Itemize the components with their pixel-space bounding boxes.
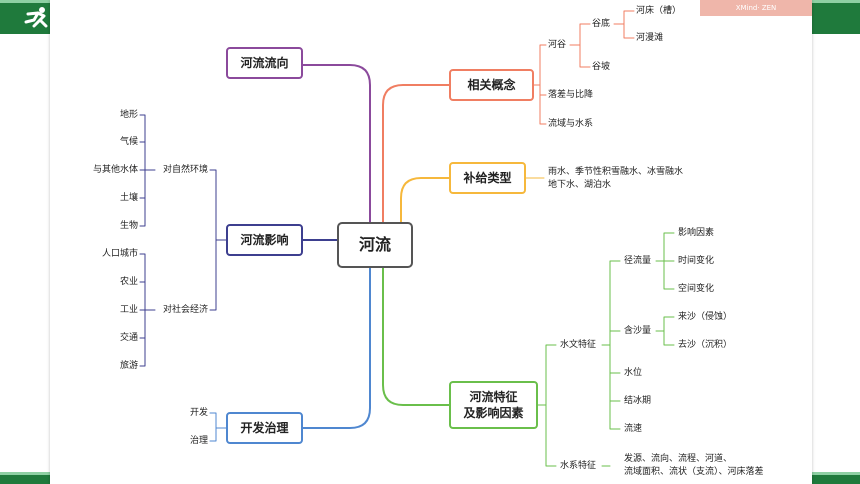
natural-item[interactable]: 生物 [119, 221, 138, 231]
features-bracket [537, 344, 557, 467]
subtopic-hydro[interactable]: 水文特征 [560, 340, 597, 350]
connector-flow-direction [302, 64, 371, 223]
subtopic-sediment[interactable]: 含沙量 [624, 326, 652, 336]
topic-features-line2: 及影响因素 [463, 406, 524, 420]
system-line1[interactable]: 发源、流向、流程、河道、 [624, 454, 733, 464]
social-item[interactable]: 人口城市 [101, 249, 138, 259]
topic-concepts[interactable]: 相关概念 [449, 69, 534, 101]
supply-line1[interactable]: 雨水、季节性积雪融水、冰雪融水 [548, 167, 684, 177]
natural-item[interactable]: 土壤 [119, 193, 138, 203]
supply-line2[interactable]: 地下水、湖泊水 [548, 180, 612, 190]
connector-supply [400, 177, 450, 223]
sediment-bracket [655, 316, 675, 346]
topic-features-line1: 河流特征 [469, 390, 518, 404]
subtopic-valley[interactable]: 河谷 [548, 40, 567, 50]
natural-item[interactable]: 地形 [119, 110, 138, 120]
subtopic-drop[interactable]: 落差与比降 [548, 90, 594, 100]
social-item[interactable]: 交通 [119, 333, 138, 343]
runoff-item[interactable]: 空间变化 [678, 284, 715, 294]
subtopic-water-level[interactable]: 水位 [624, 368, 643, 378]
system-line2[interactable]: 流域面积、流状（支流）、河床落差 [624, 467, 764, 477]
runoff-item[interactable]: 影响因素 [678, 228, 715, 238]
floor-bracket [613, 10, 635, 39]
topic-features[interactable]: 河流特征 及影响因素 [449, 381, 538, 429]
connector-concepts [382, 84, 450, 223]
subtopic-social-econ[interactable]: 对社会经济 [162, 305, 208, 315]
natural-item[interactable]: 气候 [119, 137, 138, 147]
social-bracket [139, 253, 156, 367]
subtopic-valley-floor[interactable]: 谷底 [592, 19, 611, 29]
topic-development[interactable]: 开发治理 [226, 412, 303, 444]
topic-supply[interactable]: 补给类型 [449, 162, 526, 194]
social-item[interactable]: 农业 [119, 277, 138, 287]
sediment-item[interactable]: 来沙（侵蚀） [678, 312, 733, 322]
valley-bracket [569, 23, 591, 68]
runner-logo-icon [24, 7, 48, 28]
connector-development [302, 267, 371, 429]
concepts-bracket [533, 44, 547, 125]
social-item[interactable]: 工业 [119, 305, 138, 315]
natural-item[interactable]: 与其他水体 [92, 165, 138, 175]
topic-impact[interactable]: 河流影响 [226, 224, 303, 256]
watermark: XMind· ZEN [700, 0, 812, 16]
development-bracket [209, 412, 227, 442]
subtopic-riverbed[interactable]: 河床（槽） [636, 6, 682, 16]
dev-item[interactable]: 开发 [189, 408, 208, 418]
subtopic-freeze[interactable]: 结冰期 [624, 396, 652, 406]
central-topic[interactable]: 河流 [337, 222, 413, 268]
impact-bracket [209, 169, 227, 311]
subtopic-speed[interactable]: 流速 [624, 424, 643, 434]
runoff-item[interactable]: 时间变化 [678, 256, 715, 266]
subtopic-runoff[interactable]: 径流量 [624, 256, 652, 266]
mindmap-canvas [50, 0, 812, 484]
hydro-bracket [601, 260, 621, 430]
natural-bracket [139, 114, 156, 227]
runoff-bracket [655, 232, 675, 290]
subtopic-basin[interactable]: 流域与水系 [548, 119, 594, 129]
connector-features [382, 267, 450, 406]
topic-flow-direction[interactable]: 河流流向 [226, 47, 303, 79]
subtopic-natural-env[interactable]: 对自然环境 [162, 165, 208, 175]
sediment-item[interactable]: 去沙（沉积） [678, 340, 733, 350]
dev-item[interactable]: 治理 [189, 436, 208, 446]
subtopic-system[interactable]: 水系特征 [560, 461, 597, 471]
social-item[interactable]: 旅游 [119, 361, 138, 371]
subtopic-floodplain[interactable]: 河漫滩 [636, 33, 664, 43]
subtopic-valley-slope[interactable]: 谷坡 [592, 62, 611, 72]
